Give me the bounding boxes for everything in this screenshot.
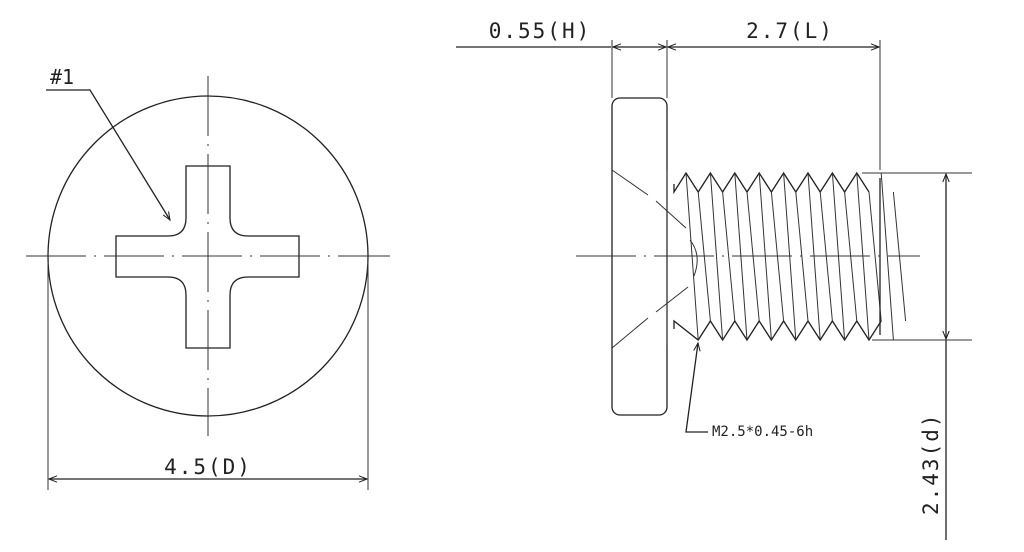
thread-diameter-label: 2.43(d) [919,412,943,515]
phillips-recess [115,165,300,349]
callout-label: #1 [50,65,74,89]
diameter-label: 4.5(D) [164,455,252,479]
side-view: 0.55(H) 2.7(L) 2.43(d) M2.5*0.45-6h [456,19,972,540]
thread-crest-line [709,172,724,341]
thread-spec-label: M2.5*0.45-6h [712,424,813,440]
thread [666,170,907,345]
head-height-label: 0.55(H) [489,19,592,43]
length-label: 2.7(L) [746,19,834,43]
chamfer-line [655,200,687,229]
thread-bottom-profile [673,319,882,342]
front-view: #1 4.5(D) [26,65,390,490]
chamfer-line [611,317,649,349]
chamfer-line [655,286,689,313]
thread-root-line [868,191,882,322]
thread-crest-line [880,172,894,341]
thread-root-line [722,191,736,322]
thread-top-profile [673,171,870,195]
chamfer-line [611,169,649,196]
thread-spec-leader [685,341,708,433]
callout-leader [46,89,171,222]
